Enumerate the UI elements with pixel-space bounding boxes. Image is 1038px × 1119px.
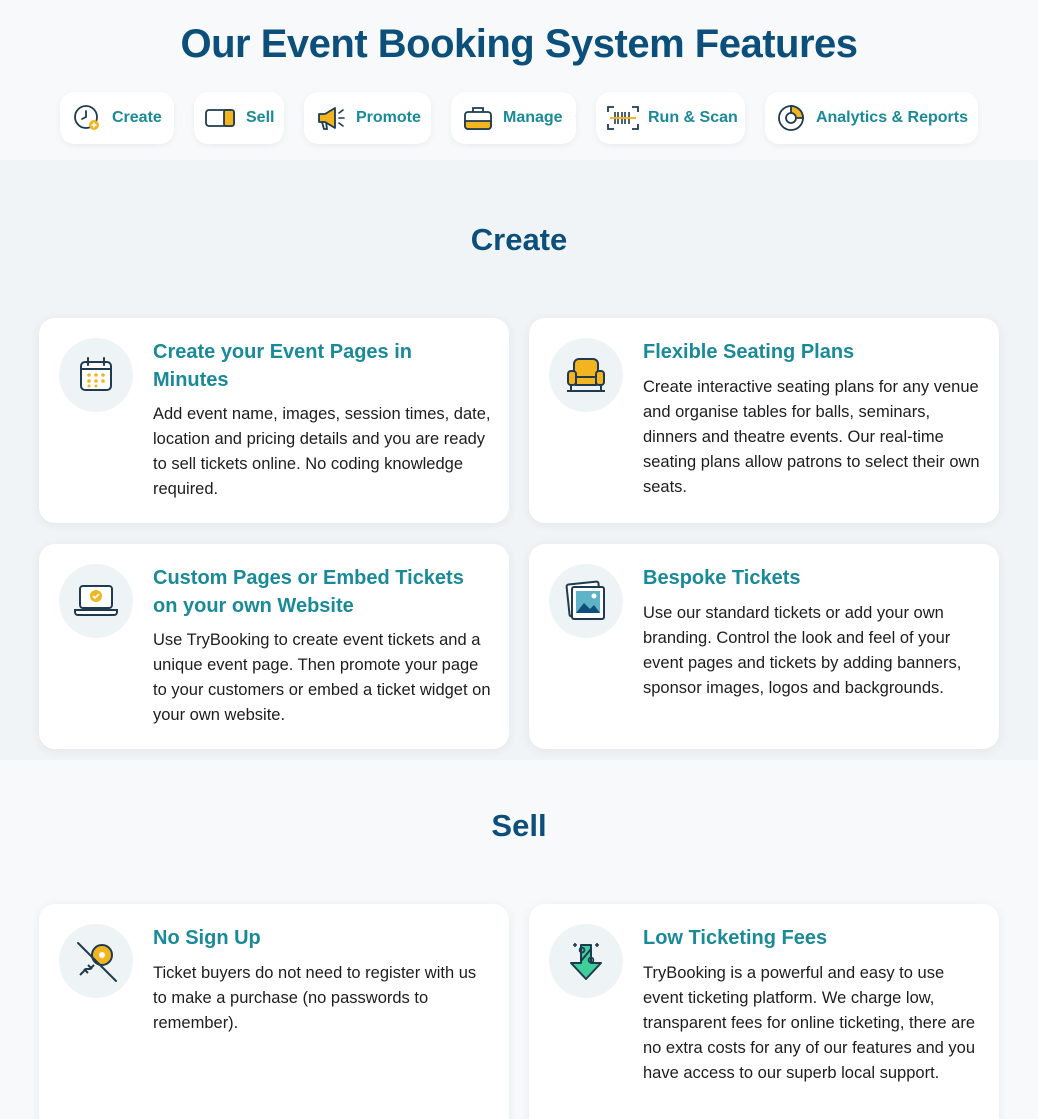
tab-sell-label: Sell [246,109,275,126]
card-title: Bespoke Tickets [643,567,801,589]
pie-chart-icon [775,101,808,135]
card-text: TryBooking is a powerful and easy to use… [643,964,976,1082]
briefcase-icon [461,101,495,135]
barcode-scan-icon [606,101,640,135]
percent-down-icon [549,924,623,998]
tab-manage[interactable]: Manage [451,92,576,144]
tab-sell[interactable]: Sell [194,92,284,144]
megaphone-icon [314,101,348,135]
card-title: Create your Event Pages in Minutes [153,341,412,391]
calendar-icon [59,338,133,412]
feature-card-bespoke-tickets: Bespoke Tickets Use our standard tickets… [529,544,999,749]
clock-plus-icon [70,101,104,135]
tab-analytics-reports-label: Analytics & Reports [815,109,968,126]
feature-card-create-event-pages: Create your Event Pages in Minutes Add e… [39,318,509,523]
no-signup-icon [59,924,133,998]
feature-card-seating-plans: Flexible Seating Plans Create interactiv… [529,318,999,523]
ticket-icon [204,101,238,135]
card-title: Low Ticketing Fees [643,927,828,949]
create-section-title: Create [470,222,568,257]
card-text: Use TryBooking to create event tickets a… [153,631,491,724]
tab-run-scan-label: Run & Scan [648,109,738,126]
tab-create-label: Create [112,109,162,126]
card-text: Ticket buyers do not need to register wi… [153,964,477,1032]
tab-promote-label: Promote [356,109,421,126]
card-text: Create interactive seating plans for any… [643,378,980,496]
card-title: No Sign Up [153,927,261,949]
card-title: Flexible Seating Plans [643,341,855,363]
tab-create[interactable]: Create [60,92,174,144]
page-title: Our Event Booking System Features [180,22,858,66]
armchair-icon [549,338,623,412]
card-title: Custom Pages or Embed Tickets on your ow… [153,567,464,617]
feature-card-low-fees: Low Ticketing Fees TryBooking is a power… [529,904,999,1119]
tab-analytics-reports[interactable]: Analytics & Reports [765,92,978,144]
image-frame-icon [549,564,623,638]
tab-promote[interactable]: Promote [304,92,431,144]
feature-tabs: Create Sell Promote Manage Run & Scan An… [0,92,1038,144]
card-text: Add event name, images, session times, d… [153,405,491,498]
feature-card-custom-pages: Custom Pages or Embed Tickets on your ow… [39,544,509,749]
tab-run-scan[interactable]: Run & Scan [596,92,745,144]
card-text: Use our standard tickets or add your own… [643,604,962,697]
laptop-check-icon [59,564,133,638]
feature-card-no-sign-up: No Sign Up Ticket buyers do not need to … [39,904,509,1119]
tab-manage-label: Manage [503,109,563,126]
sell-section-title: Sell [491,808,547,843]
